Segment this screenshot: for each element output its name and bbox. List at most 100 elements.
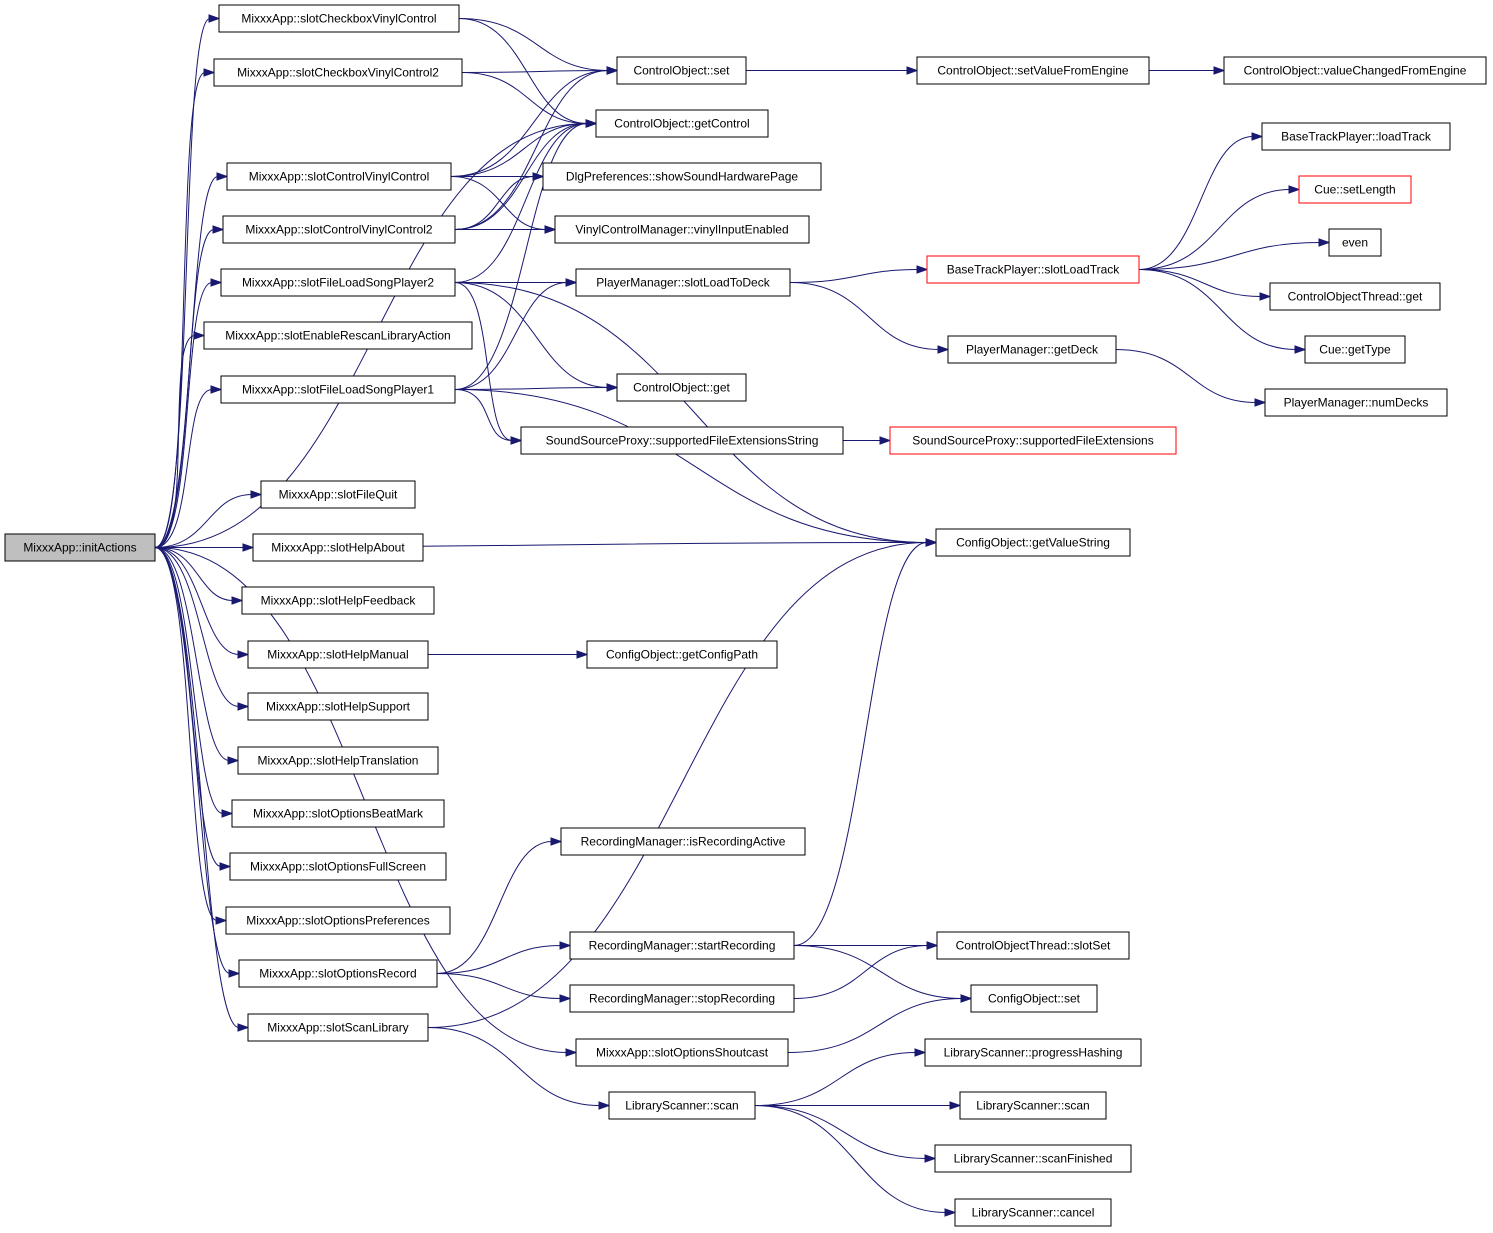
node-help-feedback[interactable]: MixxxApp::slotHelpFeedback — [241, 586, 435, 615]
node-init-actions[interactable]: MixxxApp::initActions — [4, 533, 156, 562]
node-help-about[interactable]: MixxxApp::slotHelpAbout — [252, 533, 424, 562]
node-box[interactable] — [554, 215, 810, 244]
node-file-load1[interactable]: MixxxApp::slotFileLoadSongPlayer1 — [220, 375, 456, 404]
node-scan-library[interactable]: MixxxApp::slotScanLibrary — [247, 1013, 429, 1042]
node-ls-scan[interactable]: LibraryScanner::scan — [608, 1091, 756, 1120]
node-box[interactable] — [520, 426, 844, 455]
node-cb-vinyl2[interactable]: MixxxApp::slotCheckboxVinylControl2 — [213, 58, 463, 87]
node-box[interactable] — [229, 852, 447, 881]
node-box[interactable] — [947, 335, 1117, 364]
node-opt-prefs[interactable]: MixxxApp::slotOptionsPreferences — [225, 906, 451, 935]
node-cot-slot-set[interactable]: ControlObjectThread::slotSet — [936, 931, 1130, 960]
node-box[interactable] — [954, 1198, 1112, 1227]
node-rm-stop[interactable]: RecordingManager::stopRecording — [569, 984, 795, 1013]
node-ls-cancel[interactable]: LibraryScanner::cancel — [954, 1198, 1112, 1227]
node-box[interactable] — [608, 1091, 756, 1120]
node-box[interactable] — [926, 255, 1140, 284]
node-box[interactable] — [575, 268, 791, 297]
node-box[interactable] — [1223, 56, 1487, 85]
node-cue-set-length[interactable]: Cue::setLength — [1298, 175, 1412, 204]
node-cfg-get-value-string[interactable]: ConfigObject::getValueString — [935, 528, 1131, 557]
node-box[interactable] — [959, 1091, 1107, 1120]
node-box[interactable] — [1269, 282, 1441, 311]
node-ssp-supported[interactable]: SoundSourceProxy::supportedFileExtension… — [889, 426, 1177, 455]
node-co-value-changed[interactable]: ControlObject::valueChangedFromEngine — [1223, 56, 1487, 85]
node-rm-start[interactable]: RecordingManager::startRecording — [569, 931, 795, 960]
node-box[interactable] — [1328, 228, 1382, 257]
node-box[interactable] — [924, 1038, 1142, 1067]
node-ssp-supported-string[interactable]: SoundSourceProxy::supportedFileExtension… — [520, 426, 844, 455]
node-box[interactable] — [935, 528, 1131, 557]
node-box[interactable] — [934, 1144, 1132, 1173]
node-pm-get-deck[interactable]: PlayerManager::getDeck — [947, 335, 1117, 364]
node-opt-record[interactable]: MixxxApp::slotOptionsRecord — [238, 959, 438, 988]
node-box[interactable] — [220, 268, 456, 297]
node-cb-vinyl[interactable]: MixxxApp::slotCheckboxVinylControl — [218, 4, 460, 33]
node-box[interactable] — [575, 1038, 789, 1067]
node-box[interactable] — [247, 640, 429, 669]
node-rm-is-recording[interactable]: RecordingManager::isRecordingActive — [560, 827, 806, 856]
node-box[interactable] — [238, 959, 438, 988]
node-cfg-set[interactable]: ConfigObject::set — [970, 984, 1098, 1013]
node-box[interactable] — [241, 586, 435, 615]
node-ctl-vinyl2[interactable]: MixxxApp::slotControlVinylControl2 — [222, 215, 456, 244]
node-box[interactable] — [889, 426, 1177, 455]
node-box[interactable] — [1298, 175, 1412, 204]
node-ls-progress-hashing[interactable]: LibraryScanner::progressHashing — [924, 1038, 1142, 1067]
node-dlg-show-sound[interactable]: DlgPreferences::showSoundHardwarePage — [542, 162, 822, 191]
node-box[interactable] — [586, 640, 778, 669]
node-file-load2[interactable]: MixxxApp::slotFileLoadSongPlayer2 — [220, 268, 456, 297]
node-file-quit[interactable]: MixxxApp::slotFileQuit — [260, 480, 416, 509]
node-box[interactable] — [218, 4, 460, 33]
node-btp-load-track[interactable]: BaseTrackPlayer::loadTrack — [1261, 122, 1451, 151]
node-box[interactable] — [247, 692, 429, 721]
node-box[interactable] — [4, 533, 156, 562]
node-box[interactable] — [569, 984, 795, 1013]
node-box[interactable] — [616, 373, 747, 402]
node-help-translation[interactable]: MixxxApp::slotHelpTranslation — [237, 746, 439, 775]
node-box[interactable] — [616, 56, 747, 85]
node-enable-rescan[interactable]: MixxxApp::slotEnableRescanLibraryAction — [203, 321, 473, 350]
node-box[interactable] — [222, 215, 456, 244]
node-box[interactable] — [213, 58, 463, 87]
node-ls-scan2[interactable]: LibraryScanner::scan — [959, 1091, 1107, 1120]
node-btp-slot-load-track[interactable]: BaseTrackPlayer::slotLoadTrack — [926, 255, 1140, 284]
node-box[interactable] — [569, 931, 795, 960]
node-box[interactable] — [252, 533, 424, 562]
node-box[interactable] — [970, 984, 1098, 1013]
node-ls-scan-finished[interactable]: LibraryScanner::scanFinished — [934, 1144, 1132, 1173]
node-box[interactable] — [226, 162, 452, 191]
node-box[interactable] — [260, 480, 416, 509]
node-box[interactable] — [237, 746, 439, 775]
node-opt-shoutcast[interactable]: MixxxApp::slotOptionsShoutcast — [575, 1038, 789, 1067]
node-box[interactable] — [1261, 122, 1451, 151]
node-co-set-value-from-engine[interactable]: ControlObject::setValueFromEngine — [916, 56, 1150, 85]
node-box[interactable] — [231, 799, 445, 828]
node-vinyl-input-enabled[interactable]: VinylControlManager::vinylInputEnabled — [554, 215, 810, 244]
node-box[interactable] — [220, 375, 456, 404]
node-box[interactable] — [1264, 388, 1448, 417]
node-co-get[interactable]: ControlObject::get — [616, 373, 747, 402]
node-box[interactable] — [225, 906, 451, 935]
node-box[interactable] — [595, 109, 769, 138]
node-box[interactable] — [916, 56, 1150, 85]
node-pm-slot-load-to-deck[interactable]: PlayerManager::slotLoadToDeck — [575, 268, 791, 297]
node-box[interactable] — [560, 827, 806, 856]
node-even[interactable]: even — [1328, 228, 1382, 257]
node-co-set[interactable]: ControlObject::set — [616, 56, 747, 85]
node-box[interactable] — [247, 1013, 429, 1042]
node-pm-num-decks[interactable]: PlayerManager::numDecks — [1264, 388, 1448, 417]
node-cfg-get-config-path[interactable]: ConfigObject::getConfigPath — [586, 640, 778, 669]
node-cot-get[interactable]: ControlObjectThread::get — [1269, 282, 1441, 311]
node-opt-beat-mark[interactable]: MixxxApp::slotOptionsBeatMark — [231, 799, 445, 828]
node-box[interactable] — [936, 931, 1130, 960]
node-cue-get-type[interactable]: Cue::getType — [1304, 335, 1406, 364]
node-help-support[interactable]: MixxxApp::slotHelpSupport — [247, 692, 429, 721]
node-box[interactable] — [1304, 335, 1406, 364]
node-ctl-vinyl[interactable]: MixxxApp::slotControlVinylControl — [226, 162, 452, 191]
node-opt-full-screen[interactable]: MixxxApp::slotOptionsFullScreen — [229, 852, 447, 881]
node-help-manual[interactable]: MixxxApp::slotHelpManual — [247, 640, 429, 669]
node-box[interactable] — [203, 321, 473, 350]
node-box[interactable] — [542, 162, 822, 191]
node-co-get-control[interactable]: ControlObject::getControl — [595, 109, 769, 138]
